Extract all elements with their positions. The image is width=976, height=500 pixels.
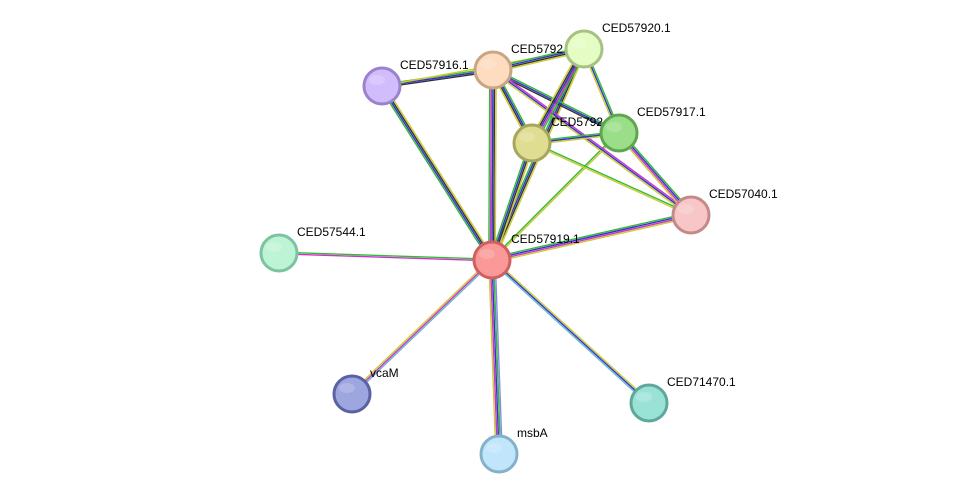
node-circle[interactable] (629, 383, 669, 423)
edge-evidence-line (492, 259, 502, 454)
edge-evidence-line (493, 68, 693, 215)
edge-evidence-line (490, 260, 649, 405)
edge-CED57919.1-CED57921 (488, 69, 497, 261)
node-label: CED57917.1 (637, 105, 706, 119)
node-CED57922[interactable]: CED5792 (512, 115, 603, 163)
node-circle[interactable] (332, 374, 372, 414)
node-circle[interactable] (479, 434, 519, 474)
edge-evidence-line (491, 211, 691, 259)
node-label: CED57544.1 (297, 225, 366, 239)
node-circle[interactable] (599, 113, 639, 153)
edge-evidence-line (351, 259, 493, 395)
node-vcaM[interactable]: vcaM (332, 366, 399, 414)
edge-CED57919.1-CED57922 (489, 141, 535, 262)
node-circle[interactable] (564, 29, 604, 69)
node-highlight (339, 383, 355, 393)
node-highlight (266, 242, 282, 252)
edge-evidence-line (488, 69, 491, 260)
edge-evidence-line (494, 70, 497, 261)
edge-evidence-line (492, 215, 692, 262)
edge-evidence-line (489, 69, 493, 260)
edge-CED57919.1-vcaM (350, 258, 494, 396)
edge-evidence-line (492, 133, 621, 262)
node-highlight (486, 443, 502, 453)
node-circle[interactable] (472, 240, 512, 280)
edge-evidence-line (383, 84, 495, 260)
edge-evidence-line (491, 259, 650, 404)
edge-evidence-line (491, 213, 691, 260)
edge-evidence-line (492, 69, 692, 216)
edge-CED57922-CED57040.1 (531, 141, 692, 217)
node-circle[interactable] (671, 195, 711, 235)
node-label: CED71470.1 (667, 375, 736, 389)
edge-evidence-line (350, 258, 492, 394)
node-highlight (678, 204, 694, 214)
edge-CED57921-CED57040.1 (491, 68, 693, 217)
edge-evidence-line (492, 216, 692, 264)
node-CED57544.1[interactable]: CED57544.1 (259, 225, 366, 273)
node-highlight (636, 392, 652, 402)
node-CED57921[interactable]: CED5792 (473, 42, 563, 90)
node-CED57916.1[interactable]: CED57916.1 (362, 58, 469, 106)
node-label: CED57916.1 (400, 58, 469, 72)
nodes-layer: CED57919.1CED57916.1CED5792CED57920.1CED… (259, 21, 778, 474)
edge-evidence-line (488, 260, 497, 455)
node-highlight (480, 59, 496, 69)
node-label: vcaM (370, 366, 399, 380)
edge-evidence-line (490, 131, 619, 260)
edge-evidence-line (531, 143, 691, 217)
node-CED57917.1[interactable]: CED57917.1 (599, 105, 706, 153)
node-msbA[interactable]: msbA (479, 426, 548, 474)
edge-evidence-line (352, 260, 494, 396)
edge-evidence-line (382, 85, 494, 260)
node-circle[interactable] (259, 233, 299, 273)
node-label: CED5792 (551, 115, 603, 129)
edge-evidence-line (491, 259, 500, 455)
edge-evidence-line (278, 253, 492, 262)
edge-evidence-line (492, 70, 496, 261)
edge-evidence-line (489, 141, 531, 260)
node-highlight (606, 122, 622, 132)
edge-CED57919.1-CED57040.1 (491, 211, 692, 264)
edge-CED57919.1-CED57917.1 (490, 131, 621, 262)
edge-evidence-line (493, 67, 621, 133)
node-circle[interactable] (362, 66, 402, 106)
node-label: CED57040.1 (709, 187, 778, 201)
node-CED57919.1[interactable]: CED57919.1 (472, 232, 580, 280)
edge-CED57919.1-CED57916.1 (379, 84, 495, 262)
edge-evidence-line (489, 260, 499, 455)
edge-CED57919.1-msbA (488, 259, 503, 455)
node-circle[interactable] (512, 123, 552, 163)
edge-evidence-line (380, 86, 492, 261)
edge-CED57919.1-CED57544.1 (278, 251, 493, 262)
edge-evidence-line (279, 251, 493, 260)
node-label: CED5792 (511, 42, 563, 56)
node-CED71470.1[interactable]: CED71470.1 (629, 375, 736, 423)
edge-evidence-line (490, 142, 532, 260)
node-label: CED57920.1 (602, 21, 671, 35)
node-CED57040.1[interactable]: CED57040.1 (671, 187, 778, 235)
node-highlight (571, 38, 587, 48)
edge-evidence-line (491, 70, 691, 217)
node-CED57920.1[interactable]: CED57920.1 (564, 21, 671, 69)
edge-evidence-line (491, 69, 494, 261)
node-highlight (479, 249, 495, 259)
node-circle[interactable] (473, 50, 513, 90)
edge-evidence-line (532, 141, 692, 215)
edge-evidence-line (493, 143, 535, 262)
node-label: CED57919.1 (511, 232, 580, 246)
node-highlight (369, 75, 385, 85)
edge-CED57919.1-CED71470.1 (490, 258, 651, 405)
edge-evidence-line (379, 86, 491, 262)
edge-evidence-line (494, 259, 503, 454)
node-label: msbA (517, 426, 548, 440)
edge-evidence-line (492, 143, 534, 261)
node-highlight (519, 132, 535, 142)
edge-evidence-line (492, 258, 651, 403)
